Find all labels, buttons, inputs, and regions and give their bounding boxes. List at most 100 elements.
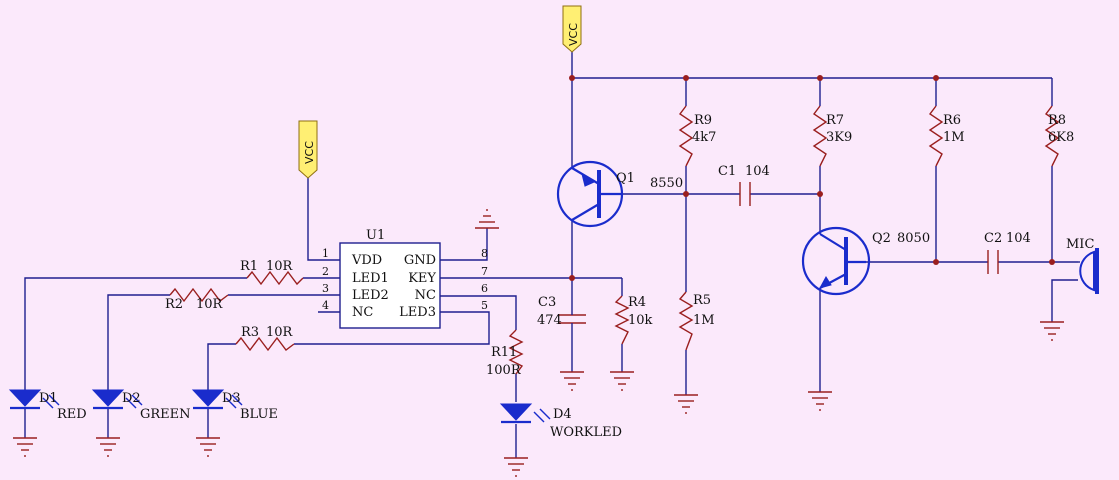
u1-pin-name: GND (404, 253, 436, 268)
u1-pin-number: 5 (481, 299, 488, 312)
capacitor-value: 474 (537, 313, 562, 328)
ground-icon (475, 209, 499, 229)
vcc-flag-left: VCC (298, 120, 318, 179)
ground-symbols (13, 209, 1064, 477)
u1-pin-name: LED3 (399, 305, 436, 320)
resistor-value: 4k7 (692, 130, 716, 145)
u1-pin-name: LED1 (352, 271, 389, 286)
capacitor-c3: C3 474 (537, 295, 586, 328)
resistor-value: 10k (628, 313, 653, 328)
resistor-ref: R11 (491, 345, 517, 360)
u1-pin-number: 1 (322, 247, 329, 260)
junction-dot (817, 75, 823, 81)
junction-dot (817, 191, 823, 197)
resistor-value: 1M (693, 313, 715, 328)
resistor-r9: R9 4k7 (678, 105, 716, 167)
ground-icon (13, 437, 37, 457)
transistor-value: 8550 (650, 176, 683, 191)
resistor-ref: R1 (240, 259, 258, 274)
resistor-ref: R9 (694, 113, 712, 128)
led-d1: D1 RED (8, 389, 87, 422)
ground-icon (1040, 321, 1064, 341)
led-ref: D2 (122, 391, 141, 406)
resistor-r5: R5 1M (678, 291, 715, 351)
resistor-value: 1M (943, 130, 965, 145)
wires (24, 52, 1078, 458)
u1-ref: U1 (366, 228, 385, 243)
resistor-value: 10R (266, 325, 294, 340)
junction-dot (933, 259, 939, 265)
resistor-value: 100R (486, 363, 522, 378)
resistor-value: 3K9 (826, 130, 852, 145)
resistor-value: 10R (266, 259, 294, 274)
u1-pin-number: 7 (481, 265, 488, 278)
u1-pin-name: NC (415, 288, 436, 303)
junction-dots (569, 75, 1055, 281)
vcc-label: VCC (567, 23, 580, 46)
ground-icon (674, 394, 698, 414)
vcc-label: VCC (303, 141, 316, 164)
led-name: GREEN (140, 407, 191, 422)
capacitor-ref: C1 (718, 164, 736, 179)
ground-icon (504, 457, 528, 477)
u1-pin-number: 3 (322, 282, 329, 295)
resistor-ref: R8 (1048, 113, 1066, 128)
u1-pin-number: 8 (481, 247, 488, 260)
resistor-ref: R6 (943, 113, 961, 128)
resistor-r8: R8 6K8 (1044, 105, 1074, 167)
resistor-r1: R1 10R (240, 259, 304, 286)
capacitor-ref: C3 (538, 295, 556, 310)
resistor-ref: R5 (693, 293, 711, 308)
led-d4: D4 WORKLED (499, 403, 622, 440)
transistor-ref: Q1 (616, 171, 635, 186)
resistor-value: 10R (196, 297, 224, 312)
vcc-flag-right: VCC (562, 5, 582, 53)
transistor-q1: Q1 8550 (556, 160, 683, 228)
led-d3: D3 BLUE (191, 389, 278, 422)
microphone: MIC (1066, 237, 1099, 294)
led-ref: D4 (553, 407, 572, 422)
mic-label: MIC (1066, 237, 1094, 252)
led-name: RED (57, 407, 87, 422)
led-ref: D3 (222, 391, 241, 406)
resistor-r4: R4 10k (614, 295, 653, 345)
ground-icon (196, 437, 220, 457)
u1-pin-number: 6 (481, 282, 488, 295)
capacitor-value: 104 (745, 164, 770, 179)
ground-icon (610, 371, 634, 391)
resistor-r2: R2 10R (165, 287, 229, 312)
capacitor-value: 104 (1006, 231, 1031, 246)
capacitor-c1: C1 104 (718, 164, 770, 206)
resistor-r11: R11 100R (486, 329, 524, 378)
ground-icon (808, 391, 832, 411)
resistor-ref: R2 (165, 297, 183, 312)
resistor-r7: R7 3K9 (812, 105, 852, 167)
junction-dot (569, 275, 575, 281)
u1-pin-number: 4 (322, 299, 329, 312)
u1-pin-name: LED2 (352, 288, 389, 303)
resistor-ref: R7 (826, 113, 844, 128)
capacitor-ref: C2 (984, 231, 1002, 246)
transistor-q2: Q2 8050 (801, 226, 930, 296)
led-ref: D1 (39, 391, 58, 406)
u1-ic: U1 VDD LED1 LED2 NC GND KEY NC LED3 1 2 … (322, 228, 488, 329)
junction-dot (933, 75, 939, 81)
led-name: BLUE (240, 407, 278, 422)
ground-icon (560, 371, 584, 391)
transistor-ref: Q2 (872, 231, 891, 246)
led-d2: D2 GREEN (91, 389, 191, 422)
resistor-r6: R6 1M (928, 105, 965, 167)
junction-dot (683, 191, 689, 197)
transistor-value: 8050 (897, 231, 930, 246)
u1-pin-number: 2 (322, 265, 329, 278)
resistor-r3: R3 10R (235, 325, 295, 352)
resistor-ref: R4 (628, 295, 646, 310)
u1-pin-name: VDD (351, 253, 382, 268)
capacitor-c2: C2 104 (984, 231, 1031, 274)
u1-pin-name: KEY (408, 271, 436, 286)
resistor-ref: R3 (241, 325, 259, 340)
junction-dot (683, 75, 689, 81)
led-name: WORKLED (550, 425, 622, 440)
junction-dot (1049, 259, 1055, 265)
